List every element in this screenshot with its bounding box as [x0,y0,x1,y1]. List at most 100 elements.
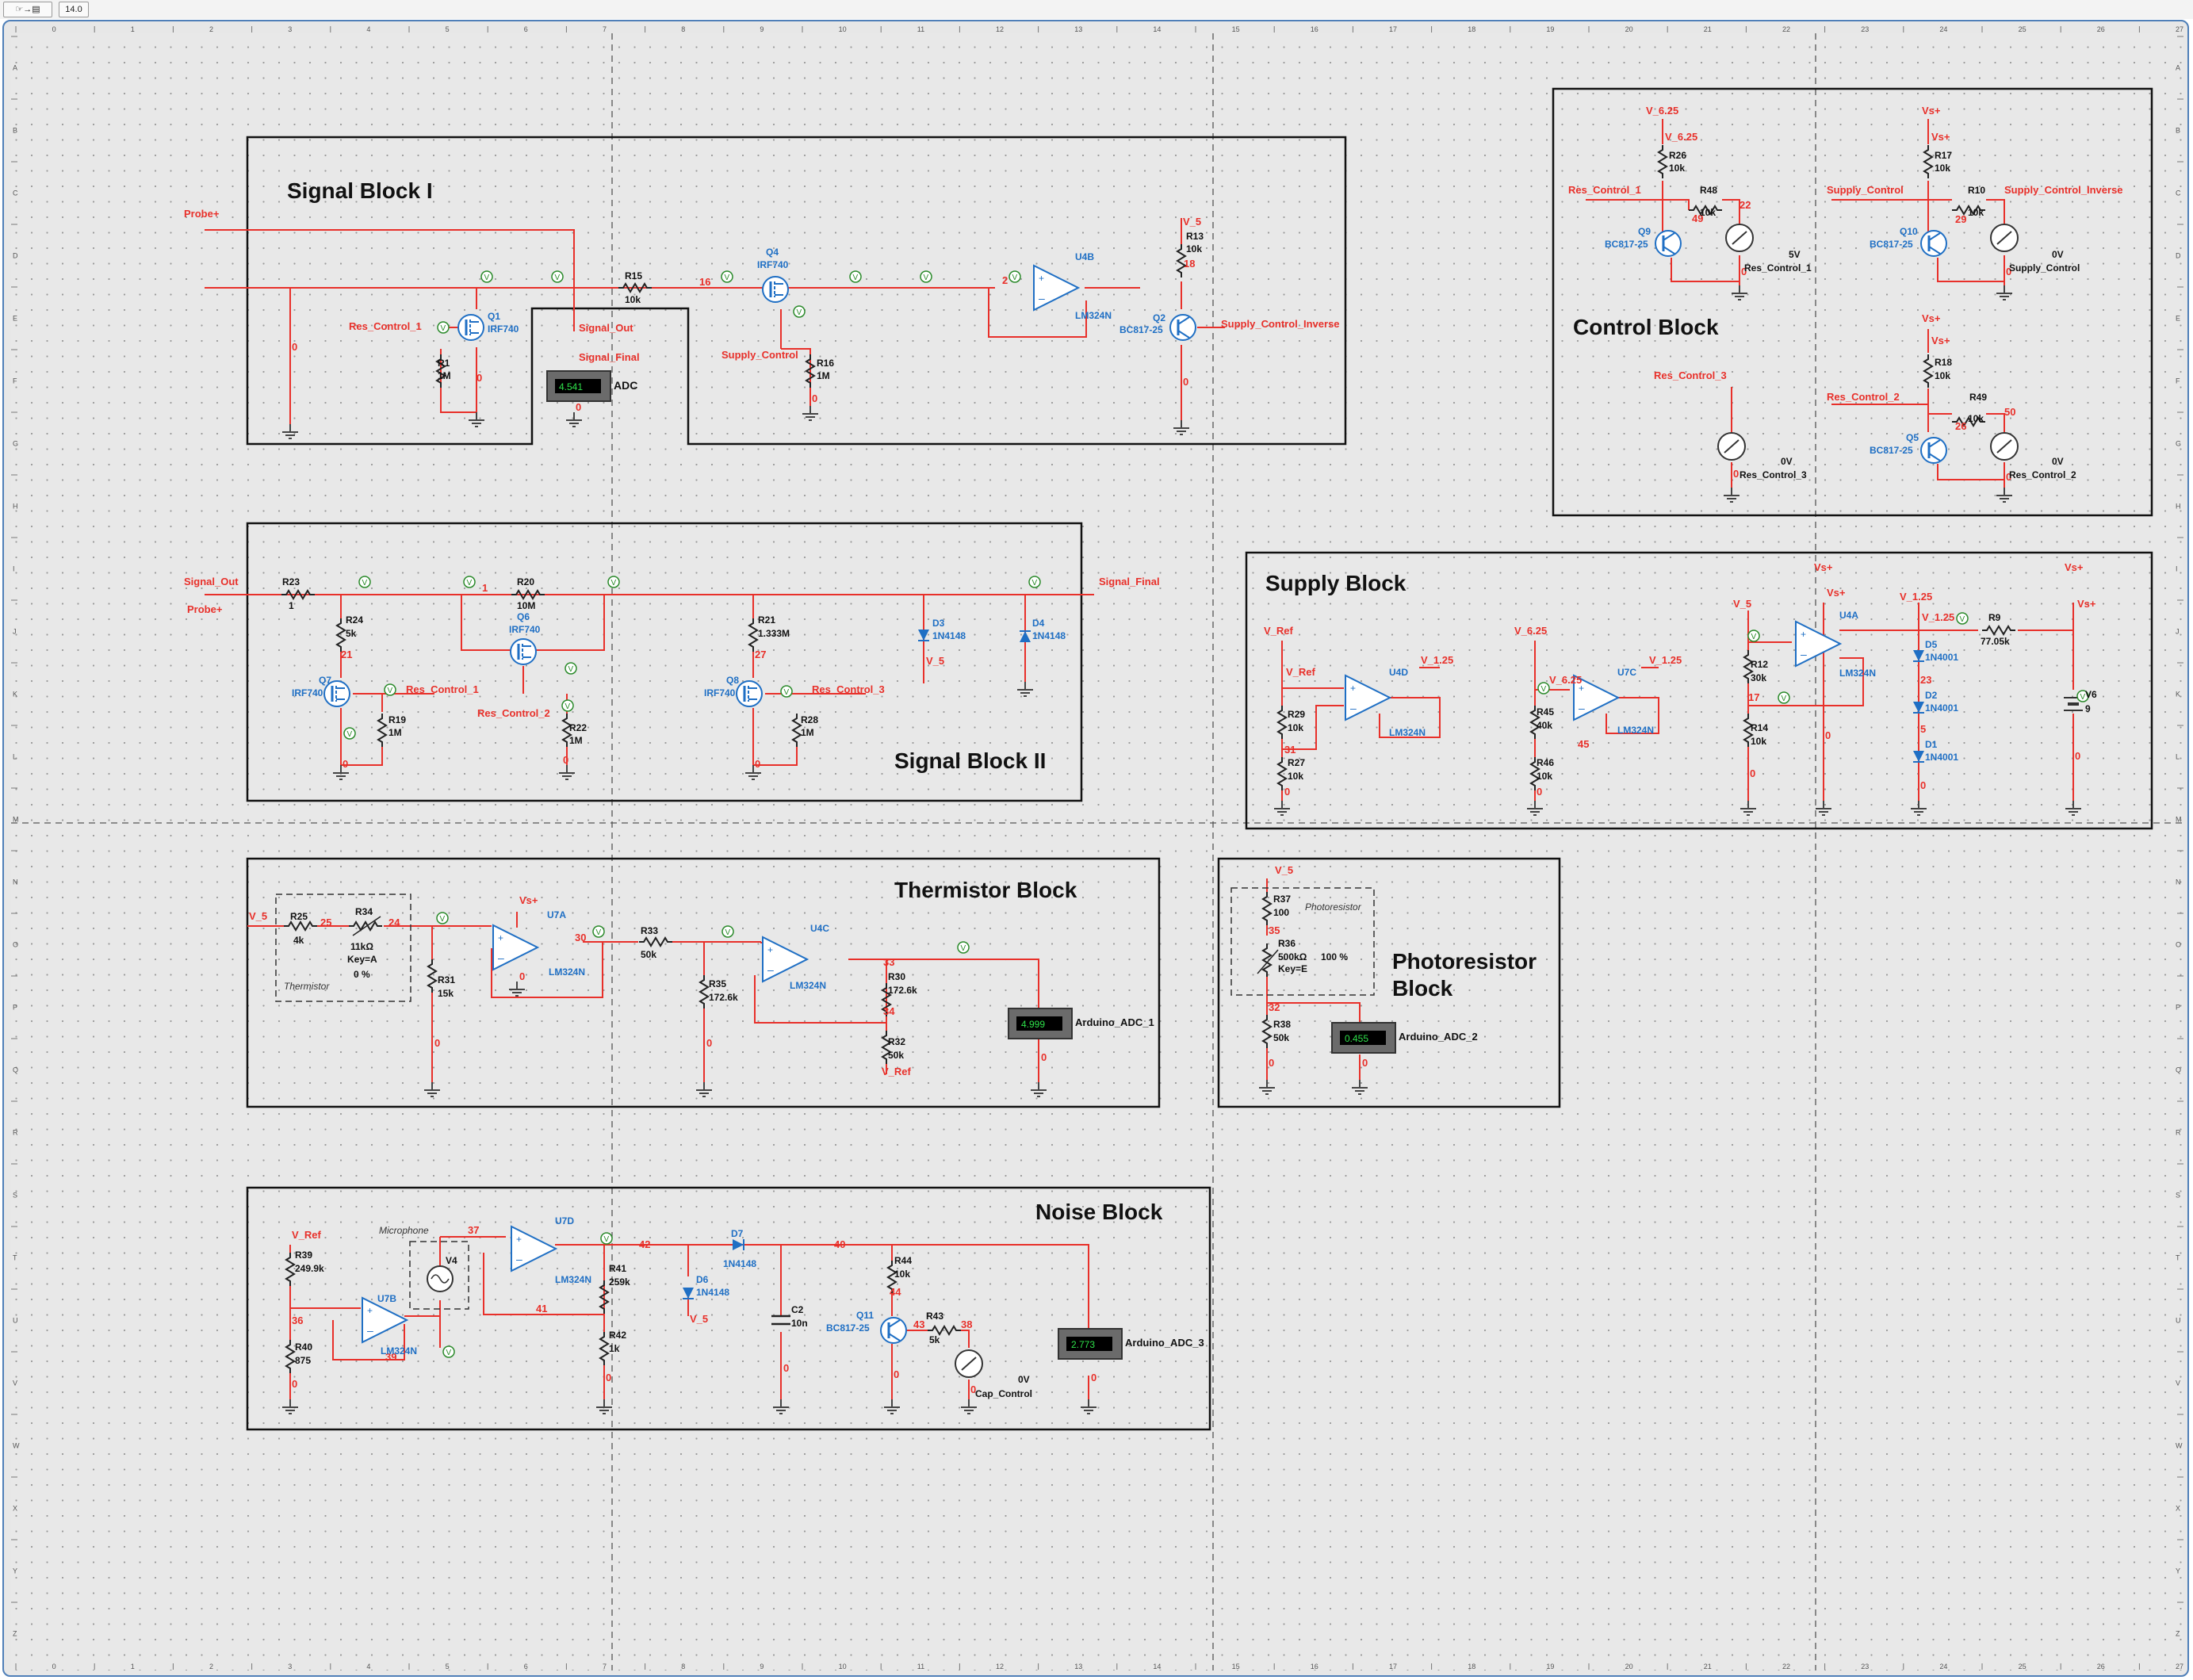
part-value: 10k [1537,771,1552,782]
bjt-q9[interactable] [1654,229,1682,258]
voltage-probe-icon[interactable] [1778,691,1790,704]
part-ref: U4A [1839,610,1858,621]
arduino-adc-3-label: Arduino_ADC_3 [1125,1337,1204,1349]
toolbar: ☞→▤ 14.0 [0,0,2193,19]
supply-block-title: Supply Block [1265,571,1407,595]
bjt-q5[interactable] [1919,436,1948,465]
ruler-label-top: 16 [1311,25,1318,33]
ruler-label-right: S [2176,1192,2180,1200]
part-value: 10k [625,294,641,305]
net-v-ref: V_Ref [1264,625,1294,637]
part-ref: V6 [2085,689,2097,700]
part-ref: Q8 [726,675,739,686]
voltmeter-res-control-1[interactable] [1725,224,1754,252]
voltage-probe-icon[interactable] [920,270,932,283]
part-ref: R18 [1935,357,1952,368]
voltage-probe-icon[interactable] [600,1232,613,1245]
voltmeter-res-control-3[interactable] [1717,432,1746,461]
voltage-probe-icon[interactable] [436,912,449,924]
voltage-probe-icon[interactable] [358,576,371,588]
adc-voltmeter-display [555,379,601,393]
part-value: 1M [388,727,402,738]
thermistor-r34[interactable] [348,916,383,936]
voltage-probe-icon[interactable] [1956,612,1969,625]
mosfet-q1[interactable] [457,313,485,342]
part-value: IRF740 [509,624,541,635]
voltmeter-supply-control[interactable] [1990,224,2019,252]
ruler-label-left: Y [13,1567,17,1575]
net-label: 0 [1091,1372,1096,1383]
mosfet-q4[interactable] [761,275,790,304]
bjt-q2[interactable] [1169,313,1197,342]
part-value: 172.6k [709,992,738,1003]
net-res-control-3: Res_Control_3 [1654,369,1727,381]
voltage-probe-icon[interactable] [721,925,734,938]
ruler-label-top: 21 [1704,25,1712,33]
voltage-probe-icon[interactable] [721,270,733,283]
voltage-probe-icon[interactable] [849,270,862,283]
voltage-probe-icon[interactable] [957,941,970,954]
ruler-label-left: D [13,252,18,260]
voltage-probe-icon[interactable] [384,683,396,696]
microphone-source-v4[interactable] [427,1265,454,1292]
voltage-probe-icon[interactable] [463,576,476,588]
ruler-label-top: 8 [681,25,685,33]
voltmeter-cap-control[interactable] [955,1349,983,1378]
part-ref: U4D [1389,667,1408,678]
ruler-label-top: 17 [1389,25,1397,33]
voltage-probe-icon[interactable] [442,1345,455,1358]
net-label: 33 [883,956,894,968]
voltage-probe-icon[interactable] [607,576,620,588]
net-v625: V_6.25 [1514,625,1547,637]
voltage-probe-icon[interactable] [1537,682,1550,695]
net-vs-plus: Vs+ [1827,587,1846,599]
ruler-label-bottom: 24 [1939,1663,1947,1670]
part-value: 500kΩ [1278,951,1307,962]
bjt-q10[interactable] [1919,229,1948,258]
voltmeter-res-control-2[interactable] [1990,432,2019,461]
voltage-probe-icon[interactable] [1008,270,1021,283]
part-value: 15k [438,988,454,999]
voltage-probe-icon[interactable] [561,699,574,712]
ruler-label-top: 4 [366,25,370,33]
part-ref: R49 [1969,392,1987,403]
ruler-label-top: 15 [1232,25,1240,33]
voltage-probe-icon[interactable] [437,321,450,334]
ruler-label-right: R [2176,1129,2181,1137]
ruler-label-left: O [13,941,18,949]
voltage-probe-icon[interactable] [793,305,806,318]
voltage-probe-icon[interactable] [480,270,493,283]
part-value: BC817-25 [1605,239,1648,250]
ruler-label-right: G [2176,440,2181,448]
bjt-q11[interactable] [879,1316,908,1345]
ruler-label-bottom: 6 [524,1663,528,1670]
ruler-label-top: 26 [2097,25,2105,33]
voltage-probe-icon[interactable] [551,270,564,283]
mosfet-q8[interactable] [735,679,764,708]
photoresistor-r36[interactable] [1257,943,1279,978]
photoresistor-block: 0.455 Arduino_ADC_2 V_5 35 32 0 0 R37 10… [1230,864,1478,1095]
voltage-probe-icon[interactable] [1747,630,1760,642]
voltage-probe-icon[interactable] [1028,576,1041,588]
part-ref: R41 [609,1263,626,1274]
voltage-probe-icon[interactable] [780,685,793,698]
net-label: 18 [1184,258,1195,270]
mosfet-q6[interactable] [509,637,538,666]
net-label: 25 [320,917,331,928]
voltage-probe-icon[interactable] [343,727,356,740]
zoom-value[interactable]: 14.0 [59,2,89,17]
net-label: 0 [2006,266,2011,277]
voltage-probe-icon[interactable] [565,662,577,675]
capacitor-c2[interactable] [771,1315,790,1326]
net-res-control-1: Res_Control_1 [349,320,422,332]
hand-tool-button[interactable]: ☞→▤ [3,2,52,17]
part-value: BC817-25 [1119,324,1163,335]
part-ref: Q10 [1900,226,1918,237]
ruler-label-right: O [2176,941,2181,949]
voltage-probe-icon[interactable] [592,925,605,938]
part-ref: Q2 [1153,312,1165,323]
part-value: 1k [609,1343,620,1354]
ruler-label-left: B [13,127,17,135]
